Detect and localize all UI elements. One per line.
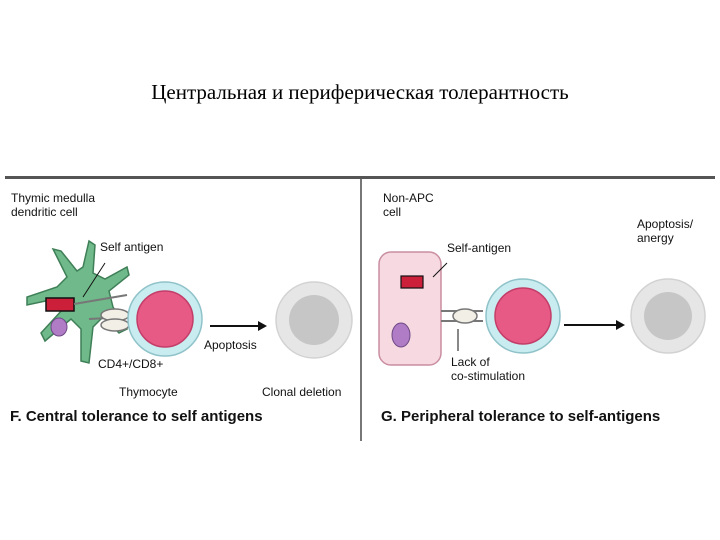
anergic-cell-nucleus [644, 292, 692, 340]
non-apc-label: Non-APC cell [383, 191, 434, 219]
t-cell-nucleus [495, 288, 551, 344]
peripheral-tolerance-caption: G. Peripheral tolerance to self-antigens [381, 408, 660, 425]
peripheral-tolerance-panel: Non-APC cell Self-antigen Lack of co-sti… [363, 179, 715, 441]
dendritic-cell-nucleus [51, 318, 67, 336]
receptor-label: CD4+/CD8+ [98, 357, 163, 371]
panel-divider [360, 179, 362, 441]
apoptosis-label: Apoptosis [204, 338, 257, 352]
non-apc-cell [379, 252, 441, 365]
tcr-complex [453, 309, 477, 323]
central-tolerance-panel: Thymic medulla dendritic cell Self antig… [5, 179, 360, 441]
self-antigen-label: Self-antigen [447, 241, 511, 255]
apoptosis-anergy-label: Apoptosis/ anergy [637, 217, 693, 245]
non-apc-nucleus [392, 323, 410, 347]
self-antigen-marker [401, 276, 423, 288]
anergy-arrow-head [616, 320, 625, 330]
self-antigen-label: Self antigen [100, 240, 163, 254]
apoptosis-arrow-head [258, 321, 267, 331]
costimulation-label: Lack of co-stimulation [451, 355, 525, 383]
tcr-complex [101, 319, 129, 331]
dendritic-cell [27, 241, 129, 363]
central-tolerance-caption: F. Central tolerance to self antigens [10, 408, 263, 425]
thymocyte-nucleus [137, 291, 193, 347]
tolerance-figure: Thymic medulla dendritic cell Self antig… [5, 176, 715, 441]
clonal-deletion-label: Clonal deletion [262, 385, 341, 399]
thymocyte-label: Thymocyte [119, 385, 178, 399]
self-antigen-mhc [46, 298, 74, 311]
deleted-cell-nucleus [289, 295, 339, 345]
slide-title: Центральная и периферическая толерантнос… [0, 80, 720, 105]
dendritic-cell-label: Thymic medulla dendritic cell [11, 191, 95, 219]
